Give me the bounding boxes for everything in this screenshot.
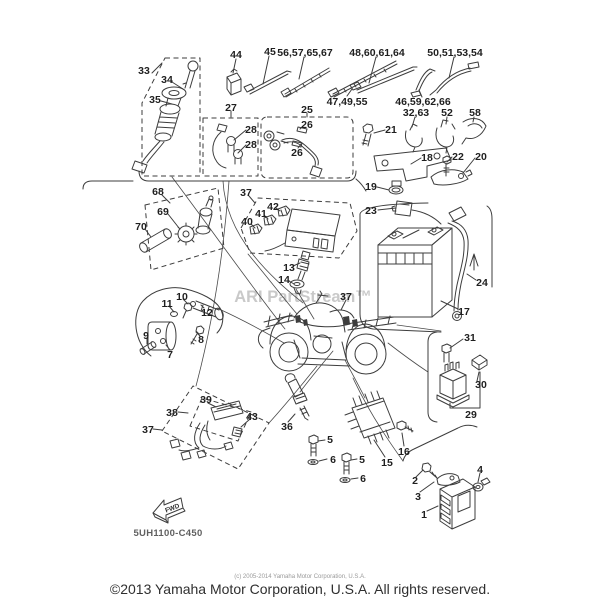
ecu-drawing [421,462,491,530]
part-callout-1[interactable]: 1 [421,509,427,521]
part-callout-25[interactable]: 25 [301,104,313,116]
part-callout-29[interactable]: 29 [465,409,477,421]
harness-25-drawing [263,126,323,178]
cdi-unit-drawing [249,205,341,253]
part-callout-33[interactable]: 33 [138,65,150,77]
part-callout-56-57-65-67[interactable]: 56,57,65,67 [277,47,333,59]
part-callout-52[interactable]: 52 [441,107,453,119]
part-callout-20[interactable]: 20 [475,151,487,163]
relay-drawing [436,343,488,408]
part-callout-11[interactable]: 11 [161,298,172,310]
part-callout-5[interactable]: 5 [327,434,333,446]
part-callout-15[interactable]: 15 [381,457,393,469]
part-callout-21[interactable]: 21 [385,124,397,136]
part-callout-8[interactable]: 8 [198,334,204,346]
part-callout-24[interactable]: 24 [476,277,488,289]
part-callout-7[interactable]: 7 [167,349,173,361]
part-callout-22[interactable]: 22 [452,151,464,163]
part-callout-28[interactable]: 28 [245,124,257,136]
main-switch-drawing [131,60,199,174]
part-callout-17[interactable]: 17 [458,306,470,318]
part-callout-69[interactable]: 69 [157,206,169,218]
group-box-37-bottom [161,385,270,470]
part-callout-23[interactable]: 23 [365,205,377,217]
part-callout-41[interactable]: 41 [255,208,267,220]
part-44-drawing [226,68,242,96]
battery-drawing [377,206,479,321]
part-callout-19[interactable]: 19 [365,181,377,193]
part-callout-6[interactable]: 6 [360,473,366,485]
part-callout-4[interactable]: 4 [477,464,483,476]
harness-27-drawing [212,123,243,169]
spark-plug-drawing [284,373,310,421]
part-callout-9[interactable]: 9 [143,330,149,342]
group-box-27 [202,117,259,177]
group-box-68 [144,187,225,271]
part-callout-34[interactable]: 34 [161,74,173,86]
part-callout-38[interactable]: 38 [166,407,178,419]
part-callout-3[interactable]: 3 [415,491,421,503]
part-callout-40[interactable]: 40 [241,216,253,228]
part-callout-44[interactable]: 44 [230,49,242,61]
regulator-drawing [344,390,414,445]
part-callout-26[interactable]: 26 [291,147,303,159]
part-callout-37[interactable]: 37 [340,291,352,303]
group-box-main-switch [141,57,201,177]
bracket-hardware-drawing [373,147,473,225]
part-callout-50-51-53-54[interactable]: 50,51,53,54 [427,47,483,59]
part-callout-28[interactable]: 28 [245,139,257,151]
part-callout-5[interactable]: 5 [359,454,365,466]
bolts-5-6-drawing [307,434,352,483]
leader-lines [171,176,442,462]
copyright-small: (c) 2005-2014 Yamaha Motor Corporation, … [234,574,366,580]
part-callout-26[interactable]: 26 [301,119,313,131]
group-68-drawing [139,195,214,253]
sensor-drawing [289,250,311,295]
group-box-37-top [240,197,358,259]
harness-37-drawing [169,400,244,461]
part-callout-14[interactable]: 14 [278,274,290,286]
diagram-code: 5UH1100-C450 [133,528,202,539]
part-callout-43[interactable]: 43 [246,411,258,423]
part-callout-31[interactable]: 31 [464,332,476,344]
part-callout-32-63[interactable]: 32,63 [403,107,429,119]
part-callout-42[interactable]: 42 [267,201,279,213]
atv-drawing [257,290,397,375]
clamps-drawing [361,118,487,154]
part-callout-30[interactable]: 30 [475,379,487,391]
group-box-25 [260,116,354,179]
part-callout-70[interactable]: 70 [135,221,147,233]
part-callout-48-60-61-64[interactable]: 48,60,61,64 [349,47,405,59]
group-box-38 [189,397,252,442]
part-callout-2[interactable]: 2 [412,475,418,487]
part-callout-68[interactable]: 68 [152,186,164,198]
part-callout-18[interactable]: 18 [421,152,433,164]
part-callout-46-59-62-66[interactable]: 46,59,62,66 [395,96,451,108]
part-callout-45[interactable]: 45 [264,46,276,58]
part-callout-36[interactable]: 36 [281,421,293,433]
part-callout-10[interactable]: 10 [176,291,188,303]
cable-ties-drawing [243,60,480,98]
starter-relay-drawing [139,300,224,355]
part-callout-37[interactable]: 37 [240,187,252,199]
part-callout-35[interactable]: 35 [149,94,161,106]
part-callout-39[interactable]: 39 [200,394,212,406]
part-callout-13[interactable]: 13 [283,262,295,274]
fwd-arrow: FWD [152,497,186,524]
group-boxes [141,57,358,470]
part-callout-37[interactable]: 37 [142,424,154,436]
watermark: ARI PartStream™ [234,288,372,306]
part-callout-47-49-55[interactable]: 47,49,55 [327,96,368,108]
part-callout-58[interactable]: 58 [469,107,481,119]
part-callout-6[interactable]: 6 [330,454,336,466]
part-callout-16[interactable]: 16 [398,446,410,458]
fwd-label: FWD [164,503,181,515]
copyright-large: ©2013 Yamaha Motor Corporation, U.S.A. A… [110,581,490,597]
part-callout-27[interactable]: 27 [225,102,237,114]
part-callout-12[interactable]: 12 [201,307,213,319]
